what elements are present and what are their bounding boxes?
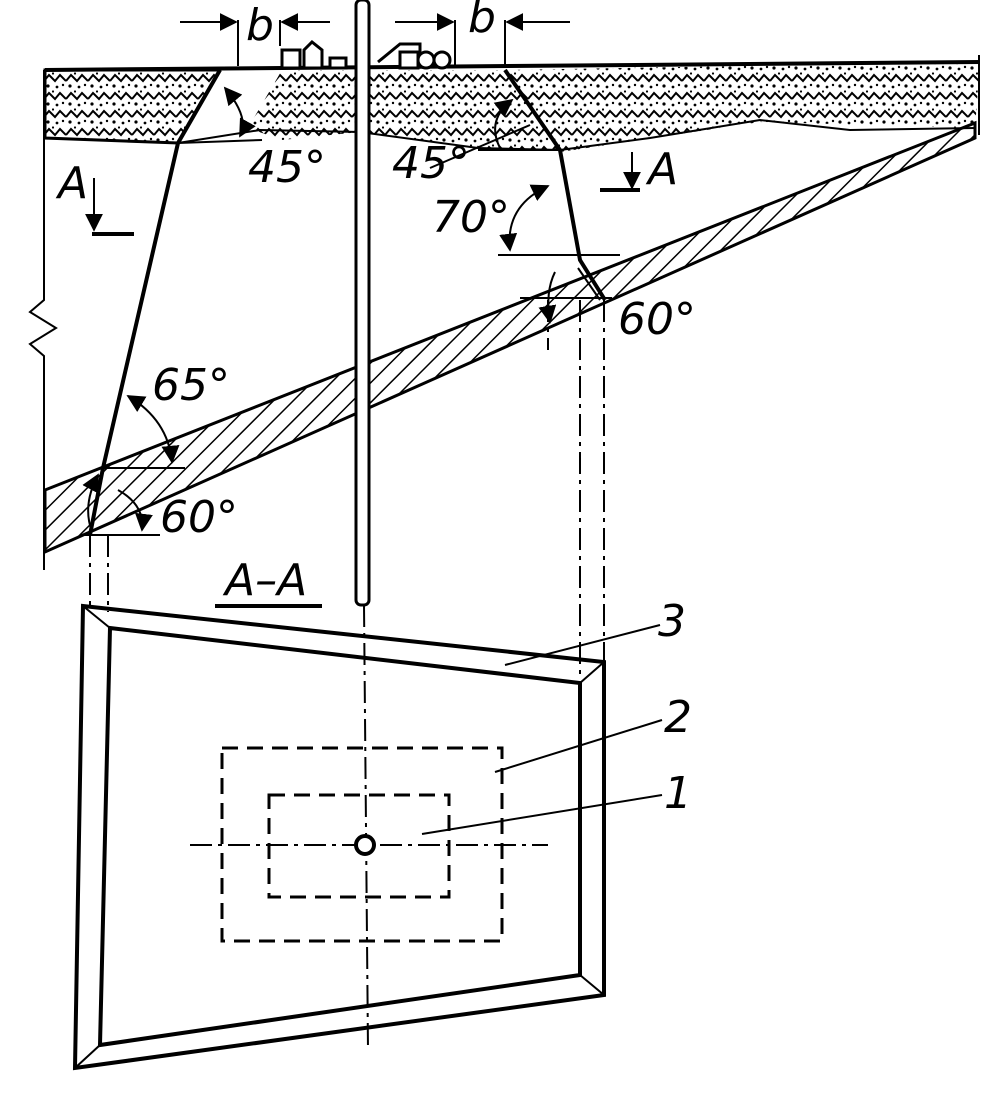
dimension-b-right: b — [395, 0, 570, 66]
callout-3: 3 — [504, 596, 686, 666]
svg-text:65°: 65° — [152, 360, 230, 411]
callout-1: 1 — [421, 768, 692, 835]
svg-text:60°: 60° — [160, 492, 238, 543]
ground-surface-line — [44, 60, 981, 72]
svg-text:1: 1 — [664, 768, 692, 819]
angle-left-bottom: 60° — [80, 473, 238, 543]
angle-top-left: 45° — [177, 86, 326, 193]
overburden-layer — [505, 62, 980, 152]
ore-body-hatched — [43, 120, 977, 555]
borehole-circle — [354, 834, 376, 856]
pit-wall-left — [88, 69, 222, 536]
svg-text:70°: 70° — [432, 192, 510, 243]
svg-text:b: b — [468, 0, 496, 43]
svg-text:A–A: A–A — [222, 555, 307, 606]
svg-text:45°: 45° — [392, 138, 470, 189]
angle-right-bottom: 60° — [520, 267, 696, 345]
angle-left-wall: 65° — [103, 360, 230, 469]
section-mark-left: A — [55, 158, 134, 236]
svg-text:45°: 45° — [248, 142, 326, 193]
central-borehole — [354, 0, 371, 607]
cross-section: b b 45° 45° A — [28, 0, 981, 607]
svg-text:60°: 60° — [618, 294, 696, 345]
callout-2: 2 — [494, 692, 692, 773]
overburden-layer — [248, 70, 560, 150]
angle-top-right: 45° — [392, 98, 560, 189]
svg-text:A: A — [55, 158, 88, 209]
surface-equipment-icon — [280, 39, 452, 70]
plan-view-section-a-a: A–A 3 2 1 — [72, 555, 692, 1071]
vertical-center-line — [363, 604, 369, 1051]
angle-right-wall: 70° — [432, 184, 620, 256]
svg-text:A: A — [645, 144, 678, 195]
overburden-layer — [43, 68, 223, 145]
pit-inner-contour — [97, 625, 582, 1048]
section-mark-right: A — [600, 144, 678, 195]
dimension-b-left: b — [180, 0, 330, 66]
svg-text:b: b — [246, 0, 274, 51]
left-boundary-break — [28, 70, 58, 570]
svg-text:3: 3 — [658, 596, 686, 647]
pit-wall-right — [503, 68, 607, 302]
projection-lines — [89, 300, 605, 680]
svg-text:2: 2 — [664, 692, 692, 743]
